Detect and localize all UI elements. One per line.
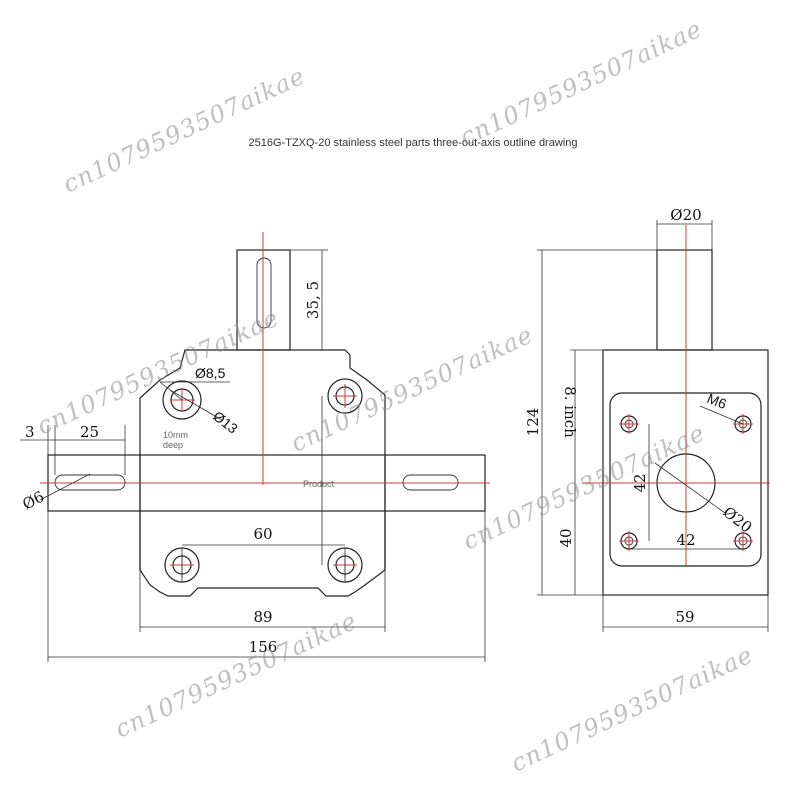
dim-side-diameter: Ø6	[19, 487, 47, 513]
dim-top-shaft-diameter: Ø20	[670, 206, 701, 224]
side-dimensions: Ø20 124 8. inch 40 M6 42 42 Ø20	[524, 206, 769, 632]
dim-hole-spacing: 60	[253, 525, 272, 543]
depth-note-2: deep	[163, 440, 183, 450]
dim-body-width-side: 59	[675, 608, 694, 626]
dim-bore: Ø20	[720, 503, 756, 537]
dim-pattern-vertical: 42	[631, 473, 649, 492]
dim-thread: M6	[705, 390, 729, 412]
product-label: Product	[303, 479, 335, 489]
dim-side-shaft: 25	[80, 423, 99, 441]
dim-offset: 3	[25, 423, 35, 441]
watermark: cn1079593507aikae	[459, 419, 710, 556]
dim-overall-height: 124	[524, 408, 542, 437]
watermark: cn1079593507aikae	[287, 321, 538, 458]
side-top-shaft	[656, 249, 713, 351]
dim-body-width: 89	[253, 608, 272, 626]
front-dimensions: 35, 5 Ø8,5 Ø13 10mm deep 3 25 Ø6 Product	[19, 249, 486, 662]
dim-shaft-length: 35, 5	[304, 281, 322, 319]
dim-vertical-8inch: 8. inch	[561, 386, 579, 438]
dim-lower-height: 40	[557, 528, 575, 547]
depth-note-1: 10mm	[163, 430, 188, 440]
dim-overall-width: 156	[249, 638, 278, 656]
front-view: 35, 5 Ø8,5 Ø13 10mm deep 3 25 Ø6 Product	[19, 232, 490, 662]
watermark: cn1079593507aikae	[59, 62, 310, 199]
dim-hole-small: Ø8,5	[195, 365, 226, 381]
dim-pattern-horizontal: 42	[676, 531, 695, 549]
watermark: cn1079593507aikae	[456, 15, 707, 152]
dim-hole-large: Ø13	[210, 408, 241, 437]
watermark: cn1079593507aikae	[33, 304, 284, 441]
watermark: cn1079593507aikae	[507, 641, 758, 778]
front-top-shaft-keyway	[256, 257, 272, 329]
side-view: Ø20 124 8. inch 40 M6 42 42 Ø20	[524, 206, 770, 632]
drawing-title: 2516G-TZXQ-20 stainless steel parts thre…	[249, 137, 578, 149]
